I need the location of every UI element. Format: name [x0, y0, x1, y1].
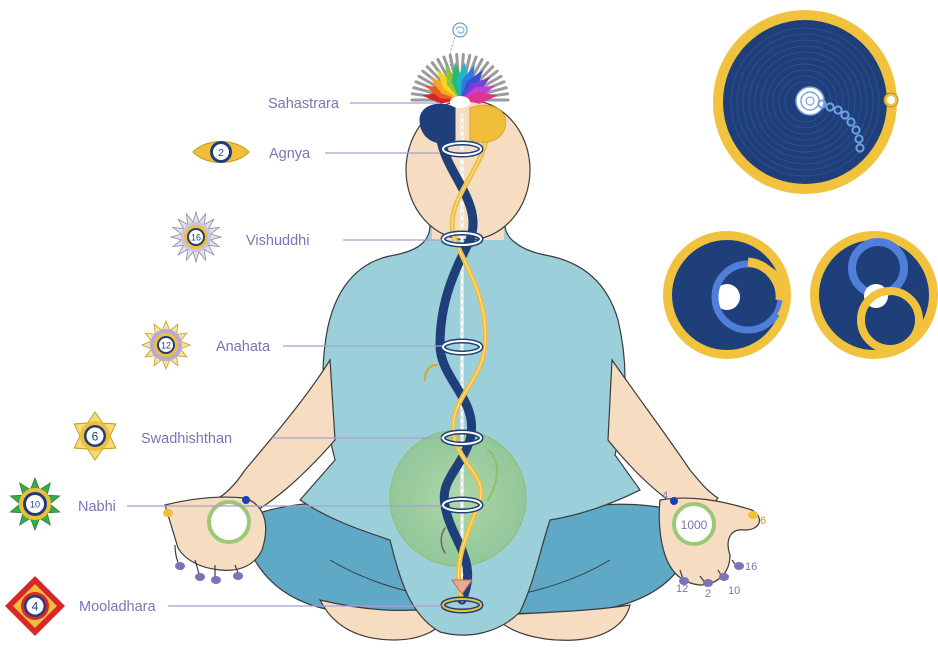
- finger-12-label: 12: [676, 583, 688, 595]
- crown-spiral-icon: [453, 23, 467, 37]
- swadhishthan-chakra-icon: 6: [74, 412, 116, 460]
- agnya-chakra-icon: 2: [193, 141, 249, 163]
- nabhi-petal-count: 10: [30, 500, 40, 510]
- swadhishthan-petal-count: 6: [92, 430, 99, 444]
- label-agnya: Agnya: [269, 146, 311, 162]
- small-rings-left: [663, 231, 794, 359]
- lotus-petals: [412, 55, 508, 109]
- anahata-petal-count: 12: [161, 341, 171, 351]
- mooladhara-chakra-icon: 4: [5, 576, 65, 636]
- label-vishuddhi: Vishuddhi: [246, 233, 309, 249]
- vishuddhi-petal-count: 16: [191, 233, 201, 243]
- right-hand: 1000 4 6 12 2 10 16: [659, 490, 766, 600]
- anahata-chakra-icon: 12: [142, 321, 190, 369]
- left-hand: [163, 496, 266, 584]
- label-mooladhara: Mooladhara: [79, 599, 157, 615]
- cosmic-rings-diagram: [713, 10, 898, 194]
- nabhi-chakra-icon: 10: [10, 478, 59, 530]
- small-rings-right: [810, 231, 938, 359]
- index-4-label: 4: [662, 490, 668, 502]
- finger-2-label: 2: [705, 588, 711, 600]
- label-anahata: Anahata: [216, 339, 271, 355]
- finger-16-label: 16: [745, 561, 757, 573]
- label-nabhi: Nabhi: [78, 499, 116, 515]
- lotus-center: [450, 96, 470, 108]
- vishuddhi-chakra-icon: 16: [171, 212, 221, 262]
- finger-10-label: 10: [728, 585, 740, 597]
- agnya-petal-count: 2: [218, 148, 224, 159]
- label-swadhishthan: Swadhishthan: [141, 431, 232, 447]
- thumb-6-label: 6: [760, 515, 766, 527]
- label-sahastrara: Sahastrara: [268, 96, 340, 112]
- palm-1000-label: 1000: [681, 518, 708, 532]
- sahastrara-lotus: [412, 23, 508, 108]
- mooladhara-petal-count: 4: [32, 600, 39, 614]
